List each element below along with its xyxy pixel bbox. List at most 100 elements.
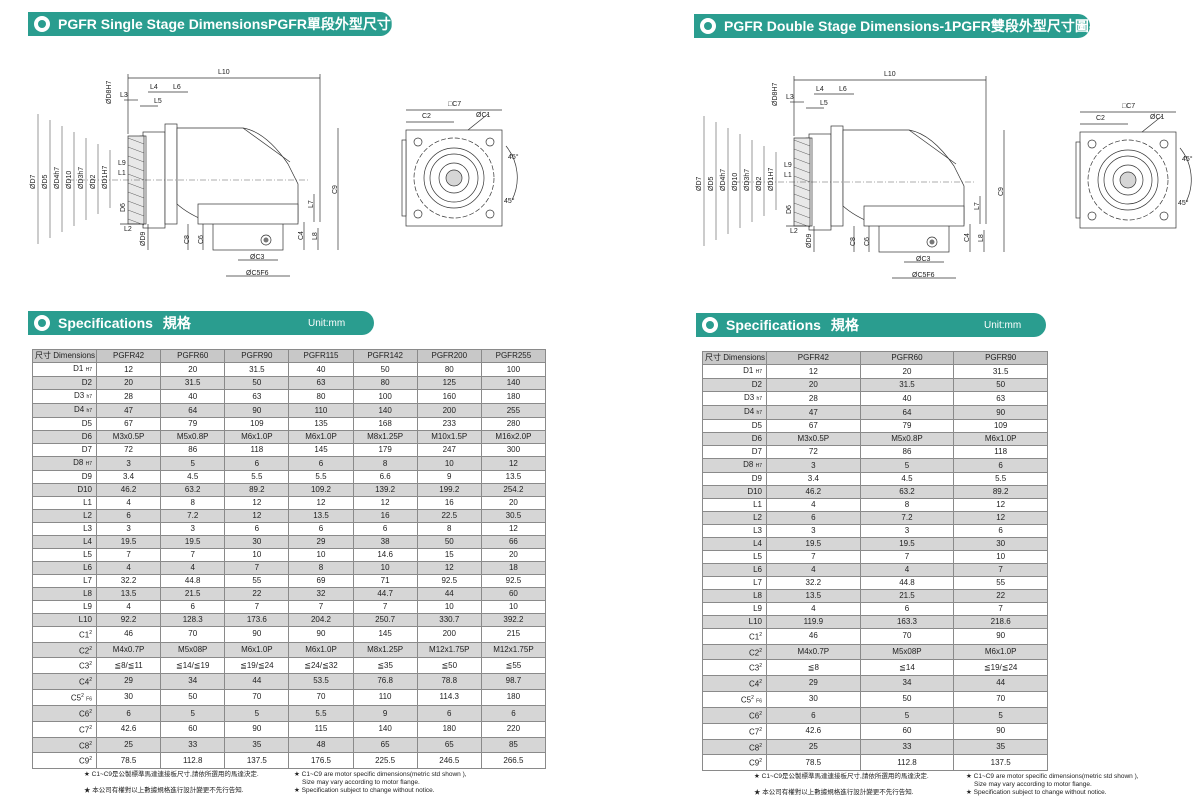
row-label-sup: 2 — [89, 645, 92, 652]
table-cell: 7 — [224, 561, 290, 575]
table-cell: 100 — [352, 389, 418, 404]
table-cell: 12 — [953, 498, 1048, 512]
table-cell: 7 — [288, 600, 354, 614]
row-label-text: L4 — [753, 539, 762, 548]
row-label: D6 — [702, 432, 767, 446]
row-label: L3 — [32, 522, 97, 536]
table-cell: 4 — [766, 602, 861, 616]
table-cell: 4.5 — [160, 470, 226, 484]
row-label: C52 F6 — [702, 690, 767, 709]
row-label: L10 — [32, 613, 97, 627]
dimension-label: ØD2 — [756, 176, 763, 191]
row-label: L7 — [702, 576, 767, 590]
row-label: D10 — [32, 483, 97, 497]
table-cell: 115 — [288, 720, 354, 738]
row-label-text: D1 — [743, 366, 754, 375]
table-cell: 5 — [859, 458, 955, 473]
table-cell: ≦24/≦32 — [288, 657, 354, 674]
row-label-text: D9 — [81, 472, 92, 481]
row-label-text: D8 — [73, 458, 84, 467]
table-cell: M3x0.5P — [766, 432, 861, 446]
dimension-label: ØD10 — [66, 170, 73, 189]
table-cell: M6x1.0P — [224, 641, 290, 659]
dimension-label: ØD10 — [732, 172, 739, 191]
table-cell: 5 — [859, 707, 955, 724]
row-label-sub: F6 — [86, 696, 92, 703]
table-cell: 30 — [224, 535, 290, 549]
table-cell: M6x1.0P — [953, 643, 1048, 661]
left-spec-title: Specifications — [58, 315, 153, 331]
dimension-label: □C7 — [1122, 103, 1136, 110]
table-cell: 65 — [416, 736, 482, 754]
dimension-label: L6 — [839, 86, 847, 93]
table-cell: 46.2 — [95, 483, 162, 497]
row-label-text: D2 — [81, 378, 92, 387]
table-cell: M5x0.8P — [859, 432, 955, 446]
dimension-label: ØD4h7 — [720, 168, 727, 191]
table-cell: 199.2 — [416, 483, 482, 497]
table-cell: 4 — [95, 561, 162, 575]
table-cell: 50 — [160, 688, 226, 707]
table-header-dimensions: 尺寸 Dimensions — [702, 351, 767, 365]
table-cell: 66 — [480, 535, 547, 549]
table-cell: 6 — [953, 458, 1048, 473]
table-cell: 6 — [288, 456, 354, 471]
table-cell: 12 — [416, 561, 482, 575]
table-cell: 119.9 — [766, 615, 861, 629]
table-cell: 10 — [480, 600, 547, 614]
row-label: L5 — [702, 550, 767, 564]
table-cell: 90 — [953, 405, 1048, 420]
row-label-text: L1 — [753, 500, 762, 509]
table-cell: 80 — [288, 389, 354, 404]
row-label: C52 F6 — [32, 688, 97, 707]
table-cell: 10 — [953, 550, 1048, 564]
row-label-text: L3 — [83, 524, 92, 533]
table-cell: 12 — [480, 522, 547, 536]
table-cell: 90 — [224, 403, 290, 418]
table-cell: 7 — [95, 548, 162, 562]
table-cell: 40 — [859, 391, 955, 406]
row-label-text: D5 — [81, 419, 92, 428]
dimension-label: L3 — [786, 94, 794, 101]
row-label: D4 h7 — [32, 403, 97, 418]
row-label: L9 — [32, 600, 97, 614]
table-cell: 114.3 — [416, 688, 482, 707]
table-cell: 90 — [953, 722, 1048, 740]
row-label: C92 — [32, 752, 97, 769]
table-cell: 42.6 — [95, 720, 162, 738]
table-cell: 70 — [288, 688, 354, 707]
table-cell: 42.6 — [766, 722, 861, 740]
table-cell: 112.8 — [859, 754, 955, 771]
dimension-label: ØD5 — [42, 174, 49, 189]
row-label-text: L4 — [83, 537, 92, 546]
table-cell: 220 — [480, 720, 547, 738]
table-cell: 18 — [480, 561, 547, 575]
table-header-model: PGFR90 — [224, 349, 290, 363]
row-label-sup: 2 — [759, 647, 762, 654]
row-label-sup: 2 — [759, 711, 762, 718]
table-cell: 86 — [859, 445, 955, 459]
right-spec-title: Specifications — [726, 317, 821, 333]
table-cell: M6x1.0P — [288, 641, 354, 659]
table-cell: 28 — [95, 389, 162, 404]
table-cell: 44.7 — [352, 587, 418, 601]
table-cell: 33 — [859, 738, 955, 756]
table-cell: 3 — [766, 458, 861, 473]
table-cell: 112.8 — [160, 752, 226, 769]
dimension-label: 45° — [1182, 156, 1193, 163]
table-cell: 3.4 — [95, 470, 162, 484]
row-label-sup: 2 — [89, 661, 92, 668]
